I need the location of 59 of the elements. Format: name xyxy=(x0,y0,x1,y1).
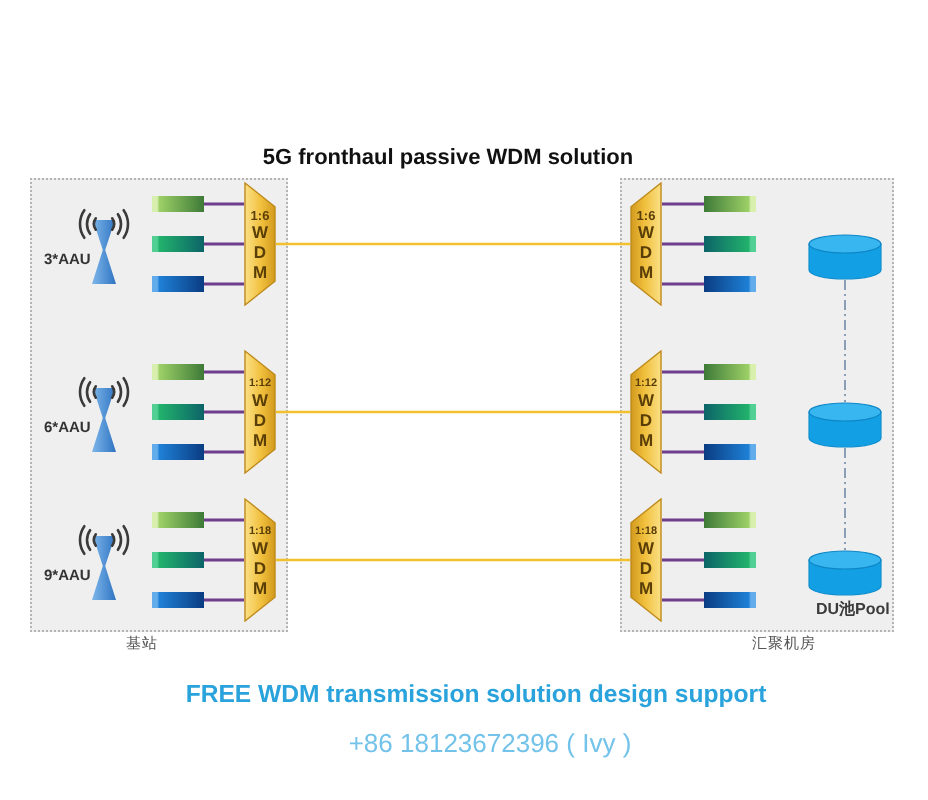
module-bar xyxy=(704,592,756,608)
connector-line xyxy=(204,450,244,454)
mux-trapezoid xyxy=(630,498,662,622)
mux-label: W D M xyxy=(249,390,271,450)
connector-line xyxy=(204,282,244,286)
module-bar xyxy=(704,404,756,420)
connector-line xyxy=(204,558,244,562)
module-bar xyxy=(704,512,756,528)
connector-line xyxy=(204,518,244,522)
module-bar xyxy=(704,276,756,292)
connector-line xyxy=(662,518,704,522)
connector-line xyxy=(204,242,244,246)
mux-label: W D M xyxy=(249,222,271,282)
module-bar xyxy=(152,444,204,460)
module-bar xyxy=(152,276,204,292)
module-bar xyxy=(152,512,204,528)
connector-line xyxy=(276,410,630,414)
connector-line xyxy=(662,242,704,246)
mux-trapezoid xyxy=(244,350,276,474)
module-bar xyxy=(704,444,756,460)
connector-line xyxy=(204,598,244,602)
module-bar xyxy=(704,552,756,568)
database-cylinder xyxy=(808,234,882,280)
tagline: FREE WDM transmission solution design support xyxy=(185,680,767,709)
dash-dot-line xyxy=(844,279,846,403)
module-bar xyxy=(704,364,756,380)
connector-line xyxy=(204,410,244,414)
connector-line xyxy=(662,450,704,454)
connector-line xyxy=(276,242,630,246)
database-cylinder xyxy=(808,402,882,448)
module-bar xyxy=(152,196,204,212)
module-bar xyxy=(152,236,204,252)
connector-line xyxy=(204,370,244,374)
mux-label: W D M xyxy=(635,538,657,598)
connector-line xyxy=(662,202,704,206)
connector-line xyxy=(662,370,704,374)
module-bar xyxy=(704,236,756,252)
mux-label: W D M xyxy=(635,222,657,282)
module-bar xyxy=(152,364,204,380)
mux-label: W D M xyxy=(249,538,271,598)
connector-line xyxy=(276,558,630,562)
module-bar xyxy=(152,592,204,608)
dash-dot-line xyxy=(844,447,846,551)
connector-line xyxy=(204,202,244,206)
diagram-title: 5G fronthaul passive WDM solution xyxy=(262,146,634,172)
connector-line xyxy=(662,282,704,286)
module-bar xyxy=(704,196,756,212)
connector-line xyxy=(662,598,704,602)
connector-line xyxy=(662,558,704,562)
mux-trapezoid xyxy=(630,350,662,474)
module-bar xyxy=(152,552,204,568)
mux-trapezoid xyxy=(244,182,276,306)
module-bar xyxy=(152,404,204,420)
database-cylinder xyxy=(808,550,882,596)
mux-trapezoid xyxy=(630,182,662,306)
mux-label: W D M xyxy=(635,390,657,450)
connector-line xyxy=(662,410,704,414)
phone-number: +86 18123672396 ( Ivy ) xyxy=(348,730,632,760)
mux-trapezoid xyxy=(244,498,276,622)
